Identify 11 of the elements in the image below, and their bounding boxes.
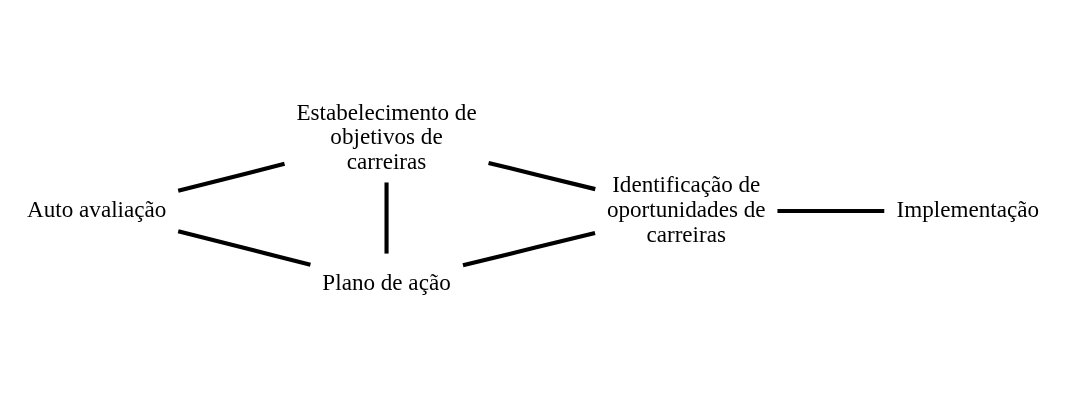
connector <box>177 228 311 267</box>
node-text: Auto avaliação <box>27 195 167 222</box>
node-text: Estabelecimento de objetivos de carreiras <box>296 98 477 174</box>
connector <box>177 161 286 193</box>
connector <box>488 160 596 191</box>
node-text: Implementação <box>896 195 1039 222</box>
connector <box>384 181 389 254</box>
node-text: Identificação de oportunidades de carreiras <box>606 170 766 247</box>
connector <box>462 230 596 267</box>
node-text: Plano de ação <box>322 268 451 295</box>
connector <box>777 208 885 213</box>
